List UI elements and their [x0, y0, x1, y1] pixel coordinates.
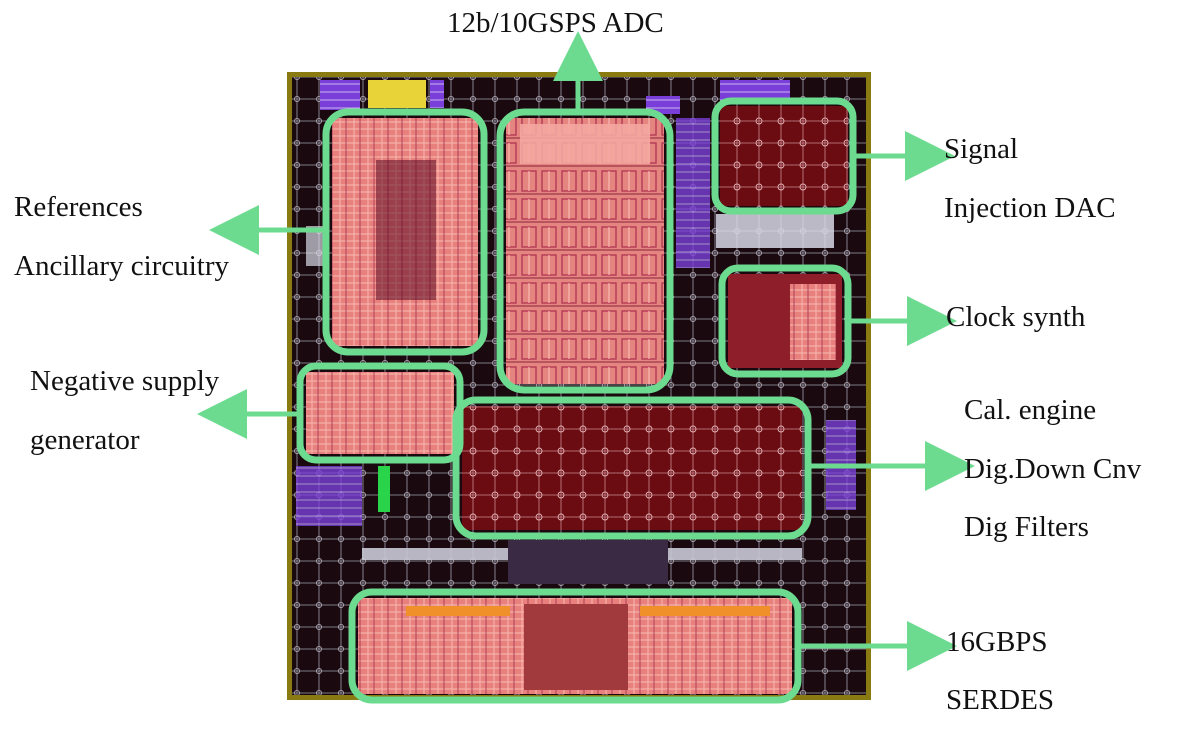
injection-dac-label: Injection DAC	[944, 192, 1116, 224]
adc-highlight	[496, 108, 674, 394]
ancillary-label: Ancillary circuitry	[14, 250, 229, 282]
serdes-block-core	[524, 604, 628, 690]
signal-label: Signal	[944, 133, 1019, 165]
supply-block-fill	[306, 372, 454, 454]
dac-block-fill	[720, 106, 848, 206]
references-block-detail	[376, 160, 436, 300]
adc-block-header	[520, 124, 650, 164]
ddc-label: Dig.Down Cnv	[964, 453, 1142, 485]
serdes-rate-label: 16GBPS	[946, 626, 1048, 658]
references-label: References	[14, 191, 143, 223]
adc-label: 12b/10GSPS ADC	[447, 7, 664, 39]
callout-arrows	[197, 31, 975, 671]
negative-supply-label: Negative supply	[30, 365, 220, 397]
generator-label: generator	[30, 424, 140, 456]
serdes-label: SERDES	[946, 684, 1054, 716]
serdes-block-strip	[406, 606, 510, 616]
top-pad-row	[320, 80, 790, 114]
clock-block-detail	[790, 284, 836, 360]
cal-engine-label: Cal. engine	[964, 394, 1097, 426]
clock-synth-label: Clock synth	[946, 301, 1086, 333]
digital-block-fill	[462, 406, 802, 530]
serdes-block-strip	[640, 606, 770, 616]
filters-label: Dig Filters	[964, 511, 1089, 543]
